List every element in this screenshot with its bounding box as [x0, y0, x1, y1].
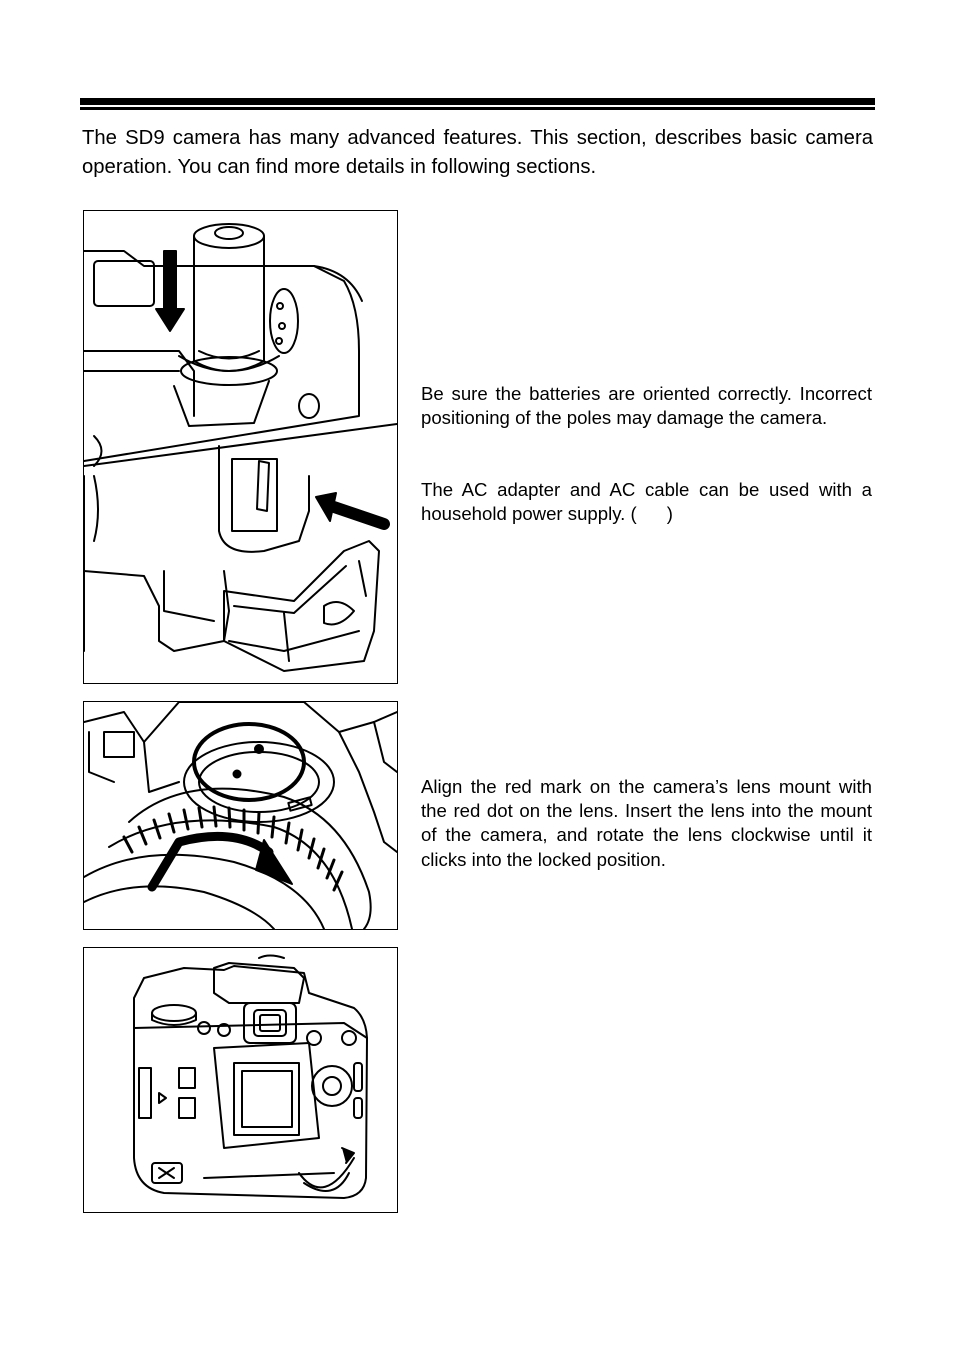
- header-rule-thin: [80, 107, 875, 110]
- battery-orientation-note: Be sure the batteries are oriented corre…: [421, 383, 872, 429]
- ac-adapter-note-text: The AC adapter and AC cable can be used …: [421, 479, 872, 525]
- ac-adapter-note-close: ): [666, 503, 673, 525]
- ac-adapter-note: The AC adapter and AC cable can be used …: [421, 478, 872, 526]
- header-rule-thick: [80, 98, 875, 105]
- intro-paragraph: The SD9 camera has many advanced feature…: [82, 127, 873, 178]
- battery-insertion-illustration: [83, 210, 398, 684]
- lens-mount-illustration: [83, 701, 398, 930]
- lens-mount-instruction: Align the red mark on the camera’s lens …: [421, 776, 872, 870]
- camera-back-illustration: [83, 947, 398, 1213]
